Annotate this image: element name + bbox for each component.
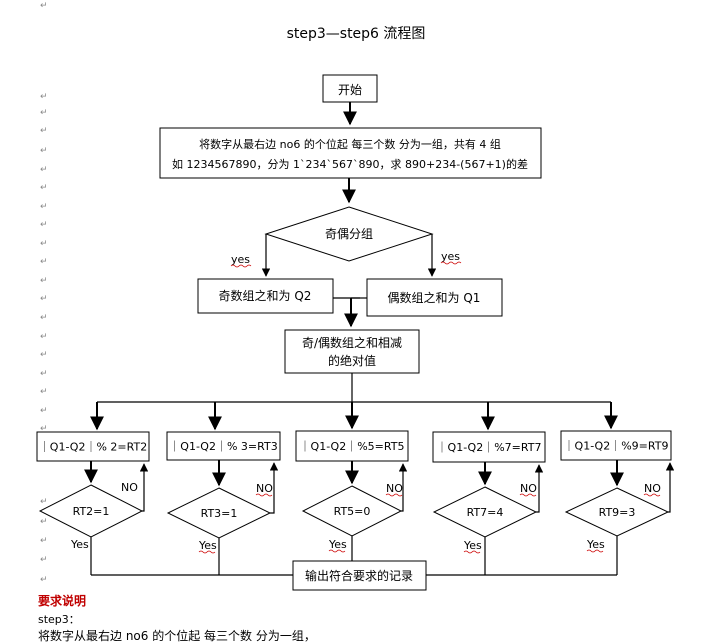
- spell-underline: [255, 493, 273, 497]
- paragraph-mark: ↵: [40, 108, 48, 118]
- modulo-box: [295, 430, 409, 462]
- paragraph-mark: ↵: [40, 92, 48, 102]
- page-title: step3—step6 流程图: [287, 26, 426, 42]
- yes-label: Yes: [328, 538, 347, 551]
- paragraph-mark: ↵: [40, 165, 48, 175]
- yes-label: Yes: [586, 538, 605, 551]
- yes-label: Yes: [198, 539, 217, 552]
- grouping-step-box: [159, 127, 542, 179]
- paragraph-mark: ↵: [40, 536, 48, 546]
- no-loop-arrow: [398, 463, 408, 512]
- step3-text: 将数字从最右边 no6 的个位起 每三个数 分为一组，: [38, 628, 316, 643]
- no-loop-arrow: [665, 462, 675, 513]
- modulo-box: [36, 431, 150, 462]
- paragraph-mark: ↵: [40, 406, 48, 416]
- even-sum-label: 偶数组之和为 Q1: [388, 290, 481, 305]
- paragraph-mark: ↵: [40, 183, 48, 193]
- modulo-box: [166, 431, 281, 461]
- paragraph-mark: ↵: [40, 387, 48, 397]
- abs-diff-box: [284, 329, 420, 374]
- parity-decision-label: 奇偶分组: [325, 227, 373, 241]
- paragraph-mark: ↵: [40, 257, 48, 267]
- paragraph-mark: ↵: [40, 575, 48, 585]
- paragraph-mark: ↵: [40, 239, 48, 249]
- spell-underline: [198, 550, 216, 554]
- paragraph-mark: ↵: [40, 294, 48, 304]
- condition-label: RT7=4: [467, 506, 504, 519]
- paragraph-mark: ↵: [40, 126, 48, 136]
- paragraph-mark: ↵: [40, 332, 48, 342]
- output-label: 输出符合要求的记录: [305, 568, 413, 583]
- odd-sum-box: [197, 278, 334, 314]
- paragraph-mark: ↵: [40, 517, 48, 527]
- spell-underline: [519, 493, 537, 497]
- paragraph-mark: ↵: [40, 555, 48, 565]
- no-label: NO: [520, 482, 537, 495]
- paragraph-mark: ↵: [40, 424, 48, 434]
- modulo-label: ｜Q1-Q2｜%5=RT5: [300, 440, 405, 453]
- grouping-step-line1: 将数字从最右边 no6 的个位起 每三个数 分为一组，共有 4 组: [199, 137, 501, 151]
- step3-label: step3：: [38, 613, 80, 626]
- no-loop-arrow: [269, 462, 279, 514]
- no-label: NO: [121, 481, 138, 494]
- spell-underline: [385, 493, 403, 497]
- modulo-box: [560, 430, 672, 461]
- start-label: 开始: [338, 83, 362, 97]
- requirements-heading: 要求说明: [38, 593, 86, 608]
- spell-underline: [230, 264, 252, 268]
- spell-underline: [643, 493, 661, 497]
- output-box: [292, 560, 427, 591]
- no-label: NO: [644, 482, 661, 495]
- grouping-step-line2: 如 1234567890，分为 1`234`567`890，求 890+234-…: [172, 157, 528, 171]
- odd-sum-label: 奇数组之和为 Q2: [219, 288, 312, 303]
- condition-label: RT2=1: [73, 505, 110, 518]
- paragraph-mark: ↵: [40, 1, 48, 11]
- no-loop-arrow: [139, 463, 149, 512]
- yes-left-label: yes: [231, 253, 250, 266]
- paragraph-mark: ↵: [40, 146, 48, 156]
- modulo-label: ｜Q1-Q2｜% 3=RT3: [169, 440, 277, 453]
- no-label: NO: [386, 482, 403, 495]
- yes-label: Yes: [70, 538, 89, 551]
- paragraph-mark: ↵: [40, 276, 48, 286]
- spell-underline: [440, 261, 462, 265]
- paragraph-mark: ↵: [40, 350, 48, 360]
- no-label: NO: [256, 482, 273, 495]
- no-loop-arrow: [534, 464, 544, 513]
- modulo-label: ｜Q1-Q2｜%9=RT9: [564, 440, 669, 453]
- paragraph-mark: ↵: [40, 202, 48, 212]
- spell-underline: [328, 549, 346, 553]
- parity-decision-diamond: [264, 206, 434, 262]
- paragraph-mark: ↵: [40, 497, 48, 507]
- spell-underline: [463, 550, 481, 554]
- modulo-box: [432, 431, 546, 463]
- condition-label: RT5=0: [334, 505, 371, 518]
- modulo-label: ｜Q1-Q2｜%7=RT7: [437, 441, 542, 454]
- spell-underline: [586, 549, 604, 553]
- paragraph-mark: ↵: [40, 369, 48, 379]
- paragraph-mark: ↵: [40, 220, 48, 230]
- abs-diff-line2: 的绝对值: [328, 353, 376, 368]
- paragraph-marks: ↵ ↵ ↵ ↵ ↵ ↵ ↵ ↵ ↵ ↵ ↵ ↵ ↵ ↵ ↵ ↵ ↵ ↵ ↵ ↵ ↵ ↵ ↵ ↵ ↵: [40, 1, 48, 585]
- condition-label: RT3=1: [201, 507, 238, 520]
- modulo-label: ｜Q1-Q2｜% 2=RT2: [39, 441, 147, 454]
- paragraph-mark: ↵: [40, 313, 48, 323]
- yes-right-label: yes: [441, 250, 460, 263]
- yes-label: Yes: [463, 539, 482, 552]
- abs-diff-line1: 奇/偶数组之和相减: [302, 335, 402, 350]
- condition-label: RT9=3: [599, 506, 636, 519]
